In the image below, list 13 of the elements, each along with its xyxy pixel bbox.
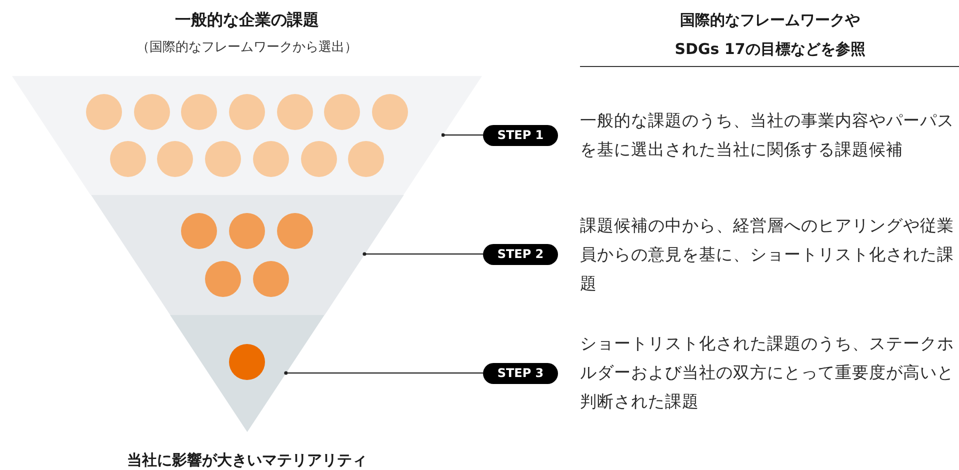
heading: 一般的な企業の課題 — [174, 9, 320, 31]
funnel-result-label: 当社に影響が大きいマテリアリティ — [126, 450, 368, 470]
step-description: ショートリスト化された課題のうち、ステークホルダーおよび当社の双方にとって重要度が高いと判断された課題 — [580, 333, 955, 413]
subheading: （国際的なフレームワークから選出） — [136, 39, 358, 56]
leader-line — [284, 371, 483, 375]
step-description: 一般的な課題のうち、当社の事業内容やパーパスを基に選出された当社に関係する課題候補 — [580, 110, 955, 161]
leader-line — [441, 133, 483, 137]
step-description: 課題候補の中から、経営層へのヒアリングや従業員からの意見を基に、ショートリスト化された課題 — [580, 215, 955, 295]
step-badge: STEP 1 — [483, 124, 558, 146]
step-badge: STEP 3 — [483, 362, 558, 384]
heading: 国際的なフレームワークやSDGs 17の目標などを参照 — [674, 10, 866, 60]
leader-line — [362, 252, 483, 256]
step-badge: STEP 2 — [483, 244, 558, 264]
